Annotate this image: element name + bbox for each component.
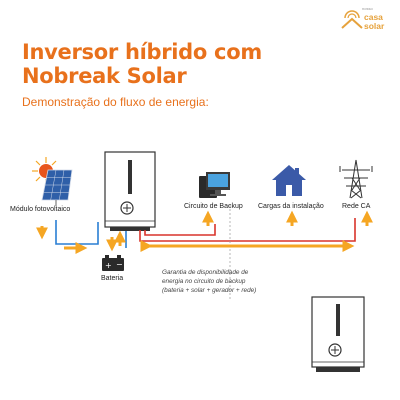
title-line-2: Nobreak Solar <box>22 64 187 88</box>
installation-loads-label: Cargas da instalação <box>258 203 324 210</box>
battery-label: Bateria <box>101 275 124 282</box>
backup-circuit-label: Circuito de Backup <box>184 203 243 210</box>
battery-icon: + − <box>102 255 124 271</box>
computer-icon <box>199 172 230 198</box>
ac-lines <box>139 218 356 242</box>
brand-solar-text: solar <box>364 21 385 31</box>
svg-text:−: − <box>116 260 123 269</box>
hybrid-inverter-icon <box>104 151 156 231</box>
solar-panel-icon <box>41 169 73 206</box>
transmission-tower-icon <box>339 159 373 199</box>
grid-label: Rede CA <box>342 203 371 210</box>
brand-logo: nosso casa solar <box>340 6 398 34</box>
pv-dc-line <box>55 220 99 245</box>
hybrid-inverter-large-icon <box>311 296 365 372</box>
flow-arrows <box>36 210 373 254</box>
svg-text:+: + <box>105 261 112 270</box>
page-title: Inversor híbrido com Nobreak Solar <box>22 40 262 88</box>
brand-small-text: nosso <box>362 6 373 11</box>
brand-casa-text: casa <box>364 12 383 22</box>
note-line-1: Garantia de disponibilidade de <box>162 269 249 276</box>
logo-sun-house-icon <box>341 10 363 29</box>
page-subtitle: Demonstração do fluxo de energia: <box>22 95 209 109</box>
note-line-3: (bateria + solar + gerador + rede) <box>162 287 257 294</box>
backup-guarantee-note: Garantia de disponibilidade de energia n… <box>162 268 256 295</box>
title-line-1: Inversor híbrido com <box>22 40 262 64</box>
note-line-2: energia no circuito de backup <box>162 278 246 285</box>
house-icon <box>272 165 306 196</box>
pv-module-label: Módulo fotovoltaico <box>10 206 71 213</box>
